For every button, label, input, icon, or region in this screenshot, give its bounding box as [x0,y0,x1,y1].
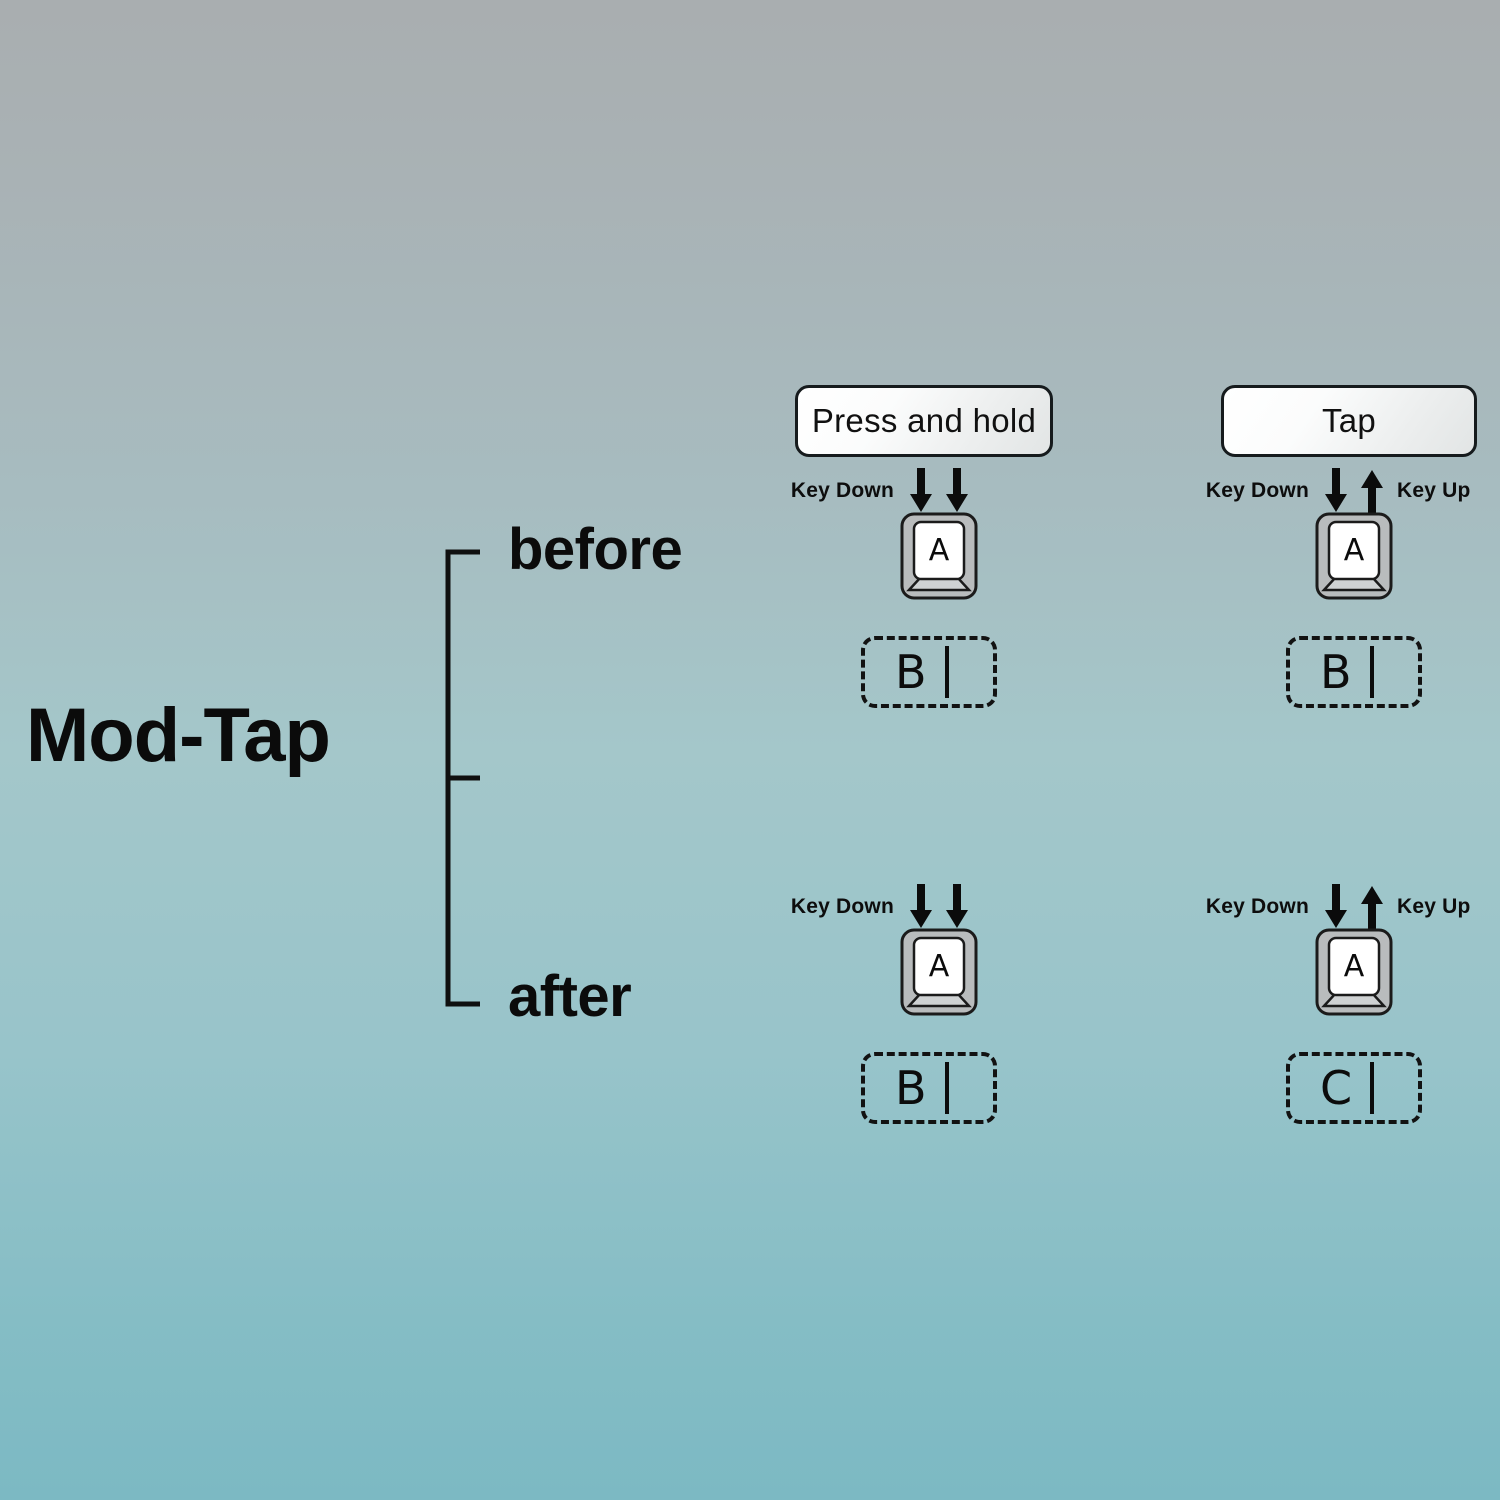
text-caret-icon [944,646,949,698]
arrow-group-tap-before: Key Down Key Up [1206,468,1470,514]
arrow-group-hold-after: Key Down [791,884,968,930]
double-down-arrow-icon [910,884,968,928]
keycap-hold-before[interactable]: A [900,512,978,605]
keycap-letter: A [929,949,950,984]
key-up-label: Key Up [1397,895,1471,918]
output-letter: B [1320,645,1352,699]
keycap-icon: A [900,512,978,600]
column-header-tap: Tap [1221,385,1477,457]
branch-label-after: after [508,964,632,1029]
key-up-label: Key Up [1397,479,1471,502]
key-down-label: Key Down [1205,895,1309,918]
down-up-arrow-icon [1325,468,1383,514]
keycap-icon: A [1315,512,1393,600]
output-textbox-tap-before[interactable]: B [1286,636,1422,708]
page-title: Mod-Tap [26,693,331,778]
output-textbox-tap-after[interactable]: C [1286,1052,1422,1124]
down-up-arrow-icon [1325,884,1383,930]
keycap-icon: A [900,928,978,1016]
arrow-group-tap-after: Key Down Key Up [1206,884,1470,930]
double-down-arrow-icon [910,468,968,512]
text-caret-icon [944,1062,949,1114]
keycap-letter: A [1344,949,1365,984]
key-down-label: Key Down [790,479,894,502]
keycap-icon: A [1315,928,1393,1016]
key-down-label: Key Down [790,895,894,918]
keycap-tap-before[interactable]: A [1315,512,1393,605]
keycap-letter: A [1344,533,1365,568]
column-header-press-and-hold-label: Press and hold [811,402,1037,439]
keycap-tap-after[interactable]: A [1315,928,1393,1021]
output-textbox-hold-after[interactable]: B [861,1052,997,1124]
output-letter: B [895,645,927,699]
column-header-press-and-hold: Press and hold [795,385,1053,457]
text-caret-icon [1369,646,1374,698]
keycap-hold-after[interactable]: A [900,928,978,1021]
bracket-connector [445,549,480,1007]
output-textbox-hold-before[interactable]: B [861,636,997,708]
column-header-tap-label: Tap [1321,402,1377,439]
branch-label-before: before [508,517,683,582]
output-letter: C [1320,1061,1353,1115]
key-down-label: Key Down [1205,479,1309,502]
output-letter: B [895,1061,927,1115]
keycap-letter: A [929,533,950,568]
arrow-group-hold-before: Key Down [791,468,968,514]
text-caret-icon [1370,1062,1375,1114]
